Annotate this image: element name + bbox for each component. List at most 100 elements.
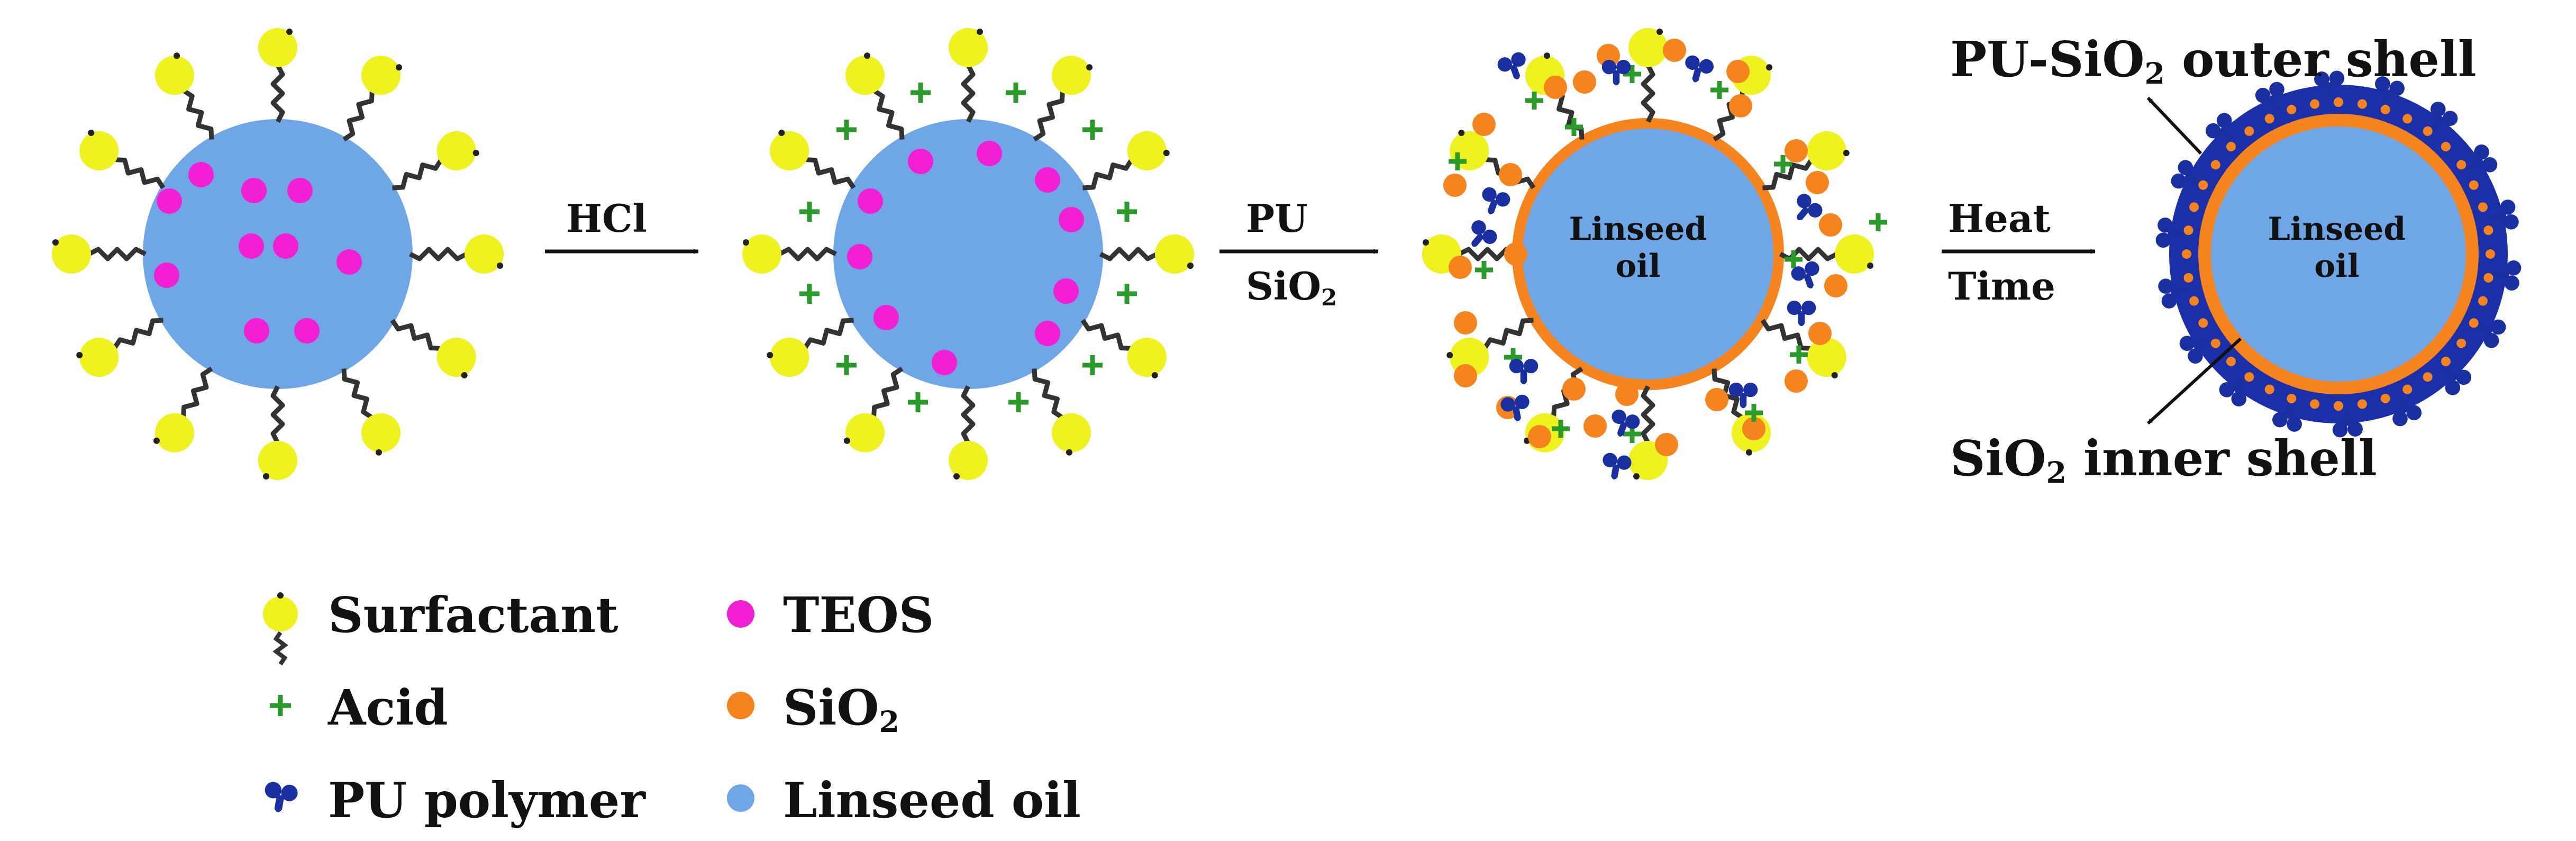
sio2-particle <box>1819 213 1842 237</box>
shell-pu-polymer <box>2430 102 2458 130</box>
surfactant-tail <box>778 247 838 261</box>
acid-plus <box>1008 392 1028 412</box>
surfactant-dot <box>88 129 95 136</box>
acid-plus <box>1475 261 1493 279</box>
shell-sio2-particle <box>2357 99 2367 109</box>
surfactant-tail <box>112 318 163 350</box>
teos-molecule <box>273 233 298 259</box>
sio2-particle <box>1583 414 1607 438</box>
sio2-particle <box>1808 322 1832 345</box>
teos-molecule <box>241 178 267 203</box>
pu-lobe <box>2500 200 2516 215</box>
surfactant-head <box>1052 413 1091 453</box>
pu-stem <box>1797 206 1810 221</box>
surfactant-dot <box>1423 239 1429 246</box>
pu-stem <box>274 794 285 812</box>
surfactant-tail <box>804 157 856 189</box>
sio2-particle <box>1454 311 1477 334</box>
teos-molecule <box>977 141 1002 166</box>
pu-lobe <box>281 784 298 801</box>
surfactant-tail <box>87 247 147 261</box>
pu-lobe <box>1805 261 1819 276</box>
shell-sio2-particle <box>2183 225 2193 236</box>
acid-plus <box>1710 81 1728 99</box>
sio2-particle <box>1824 274 1847 297</box>
surfactant-tail <box>1033 90 1065 142</box>
pu-stem <box>1487 198 1498 214</box>
surfactant-dot <box>497 263 503 269</box>
pu-lobe <box>1699 59 1714 74</box>
pu-polymer <box>1797 194 1823 221</box>
surfactant-dot <box>286 29 293 35</box>
pu-stem <box>1611 464 1620 480</box>
surfactant-6 <box>52 234 147 274</box>
surfactant-0 <box>1099 234 1194 274</box>
stage-1-emulsion-droplet <box>52 28 504 480</box>
sio2-particle <box>1504 242 1527 266</box>
pu-lobe <box>2332 422 2348 438</box>
pu-lobe <box>1511 52 1526 67</box>
acid-plus <box>1623 65 1641 83</box>
shell-pu-polymer <box>2272 403 2302 432</box>
acid-plus <box>1745 404 1763 422</box>
legend-label-sio2: SiO2 <box>783 679 899 739</box>
pu-stem <box>2493 270 2510 279</box>
surfactant-dot <box>76 351 83 358</box>
shell-sio2-particle <box>2402 114 2413 124</box>
pu-lobe <box>2456 369 2472 385</box>
pu-lobe <box>1500 397 1515 412</box>
shell-sio2-particle <box>2423 126 2433 136</box>
surfactant-dot <box>1187 263 1194 269</box>
surfactant-dot <box>1163 150 1170 157</box>
surfactant-dot <box>1086 64 1093 71</box>
acid-plus <box>1565 118 1583 136</box>
shell-sio2-particle <box>2264 384 2274 394</box>
stage-4-core-shell-capsule <box>2155 70 2522 438</box>
shell-pu-polymer <box>2493 260 2522 291</box>
shell-sio2-particle <box>2226 142 2236 152</box>
pu-stem <box>1520 369 1527 385</box>
outer-shell-callout: PU-SiO2 outer shell <box>1950 31 2477 91</box>
sio2-particle <box>1544 76 1567 99</box>
surfactant-head <box>361 56 400 95</box>
surfactant-tail <box>1082 158 1134 191</box>
pu-stem <box>1692 67 1702 83</box>
pu-polymer <box>1482 187 1510 214</box>
pu-lobe <box>2504 275 2519 291</box>
acid-plus <box>1082 355 1103 375</box>
surfactant-dot <box>1544 52 1551 59</box>
surfactant-head <box>79 338 119 377</box>
shell-sio2-particle <box>2478 202 2488 212</box>
step3-bottom-label: Time <box>1948 264 2055 309</box>
pu-lobe <box>1787 300 1801 315</box>
pu-lobe <box>2155 232 2171 248</box>
shell-sio2-particle <box>2456 338 2466 348</box>
surfactant-head <box>1835 234 1874 274</box>
surfactant-tail <box>1099 247 1159 261</box>
sio2-particle <box>1663 39 1686 62</box>
shell-sio2-particle <box>2198 180 2208 190</box>
teos-molecule <box>1035 321 1060 346</box>
teos-molecule <box>847 244 872 269</box>
surfactant-4 <box>843 366 904 453</box>
surfactant-dot <box>1766 64 1773 71</box>
pu-stem <box>2268 94 2280 111</box>
sio2-particle <box>1443 174 1467 197</box>
surfactant-11 <box>1762 131 1850 191</box>
pu-lobe <box>2219 382 2235 397</box>
teos-molecule <box>154 263 179 288</box>
pu-lobe <box>2442 111 2458 126</box>
shell-sio2-particle <box>2210 160 2220 170</box>
surfactant-tail <box>342 90 375 142</box>
surfactant-head <box>1628 28 1668 67</box>
pu-lobe <box>1509 358 1524 374</box>
pu-polymer-icon <box>265 782 298 812</box>
pu-stem <box>2444 367 2459 383</box>
surfactant-dot <box>1745 449 1752 456</box>
shell-pu-polymer <box>2255 82 2284 111</box>
process-arrows <box>545 96 2242 425</box>
surfactant-head <box>258 441 297 480</box>
pu-lobe <box>2392 411 2408 427</box>
surfactant-10 <box>342 56 403 142</box>
